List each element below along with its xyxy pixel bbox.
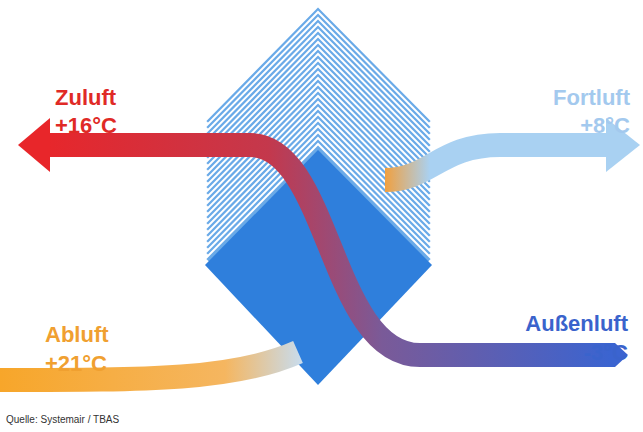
temperature-value: +16°C [55, 114, 117, 138]
temperature-value: -3°C [584, 341, 628, 365]
temperature-value: +8°C [580, 114, 630, 138]
source-caption: Quelle: Systemair / TBAS [6, 414, 119, 425]
air-name: Fortluft [553, 86, 630, 110]
temperature-value: +21°C [45, 352, 107, 376]
air-name: Abluft [45, 323, 109, 347]
air-name: Außenluft [525, 312, 628, 336]
air-name: Zuluft [55, 86, 116, 110]
